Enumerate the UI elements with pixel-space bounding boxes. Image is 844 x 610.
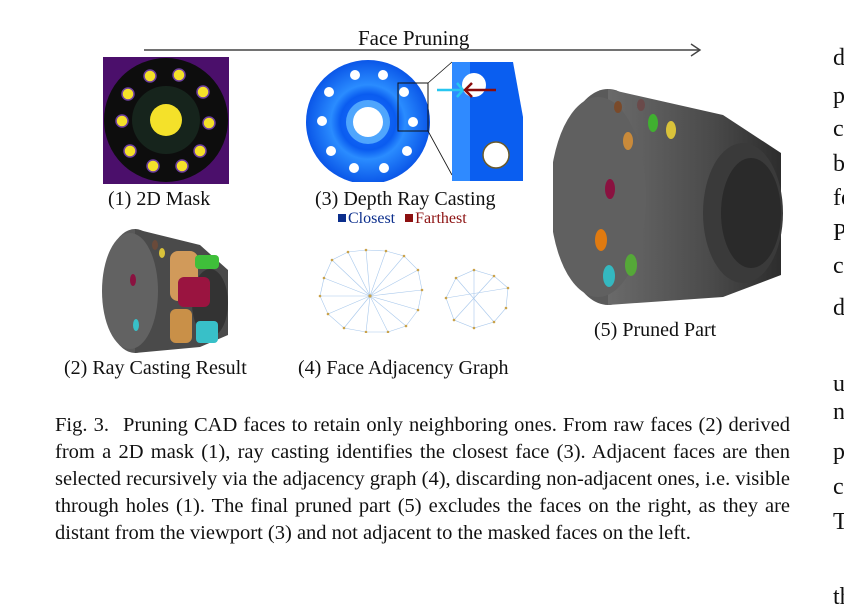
right-column-line: P — [833, 220, 844, 246]
face-adjacency-graph-image — [318, 248, 510, 333]
pruned-label: (5) Pruned Part — [594, 319, 717, 341]
right-column-line: c — [833, 253, 844, 279]
right-column-line: fe — [833, 185, 844, 211]
pruning-arrow — [144, 43, 702, 57]
right-column-line: p — [833, 83, 844, 109]
legend-farthest: Farthest — [405, 210, 467, 227]
depth-label: (3) Depth Ray Casting — [315, 188, 496, 210]
legend-farthest-text: Farthest — [415, 210, 467, 227]
pruned-part-image — [553, 89, 783, 305]
right-column-line: d — [833, 45, 844, 71]
figure-caption: Fig. 3.Pruning CAD faces to retain only … — [55, 412, 790, 547]
legend-closest: Closest — [348, 210, 396, 227]
right-column-line: th — [833, 584, 844, 610]
caption-text: Pruning CAD faces to retain only neighbo… — [55, 414, 790, 544]
closest-swatch — [338, 214, 346, 222]
caption-number: Fig. 3. — [55, 414, 109, 436]
mask-image — [103, 57, 229, 184]
right-column-line: u — [833, 371, 844, 397]
figure-title: Face Pruning — [358, 26, 470, 50]
right-column-line: b — [833, 151, 844, 177]
right-column-line: T — [833, 509, 844, 535]
right-column-line: d — [833, 295, 844, 321]
graph-label: (4) Face Adjacency Graph — [298, 357, 509, 379]
farthest-swatch — [405, 214, 414, 222]
mask-label: (1) 2D Mask — [108, 188, 211, 210]
legend: Closest Farthest — [338, 209, 467, 229]
right-column-line: c — [833, 474, 844, 500]
right-column-line: c — [833, 116, 844, 142]
ray-result-label: (2) Ray Casting Result — [64, 357, 247, 379]
right-column-line: p — [833, 439, 844, 465]
ray-casting-result-image — [102, 229, 228, 353]
right-column-line: n — [833, 399, 844, 425]
depth-ray-casting-image — [306, 60, 523, 182]
